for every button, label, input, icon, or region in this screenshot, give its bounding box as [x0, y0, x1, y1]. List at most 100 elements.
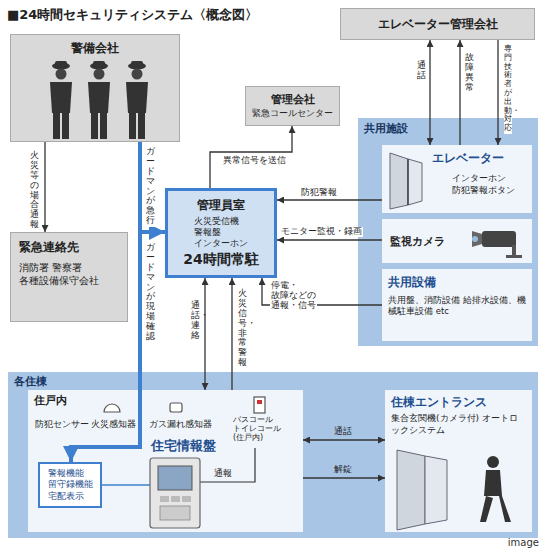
- connector: [303, 477, 385, 478]
- drawing-part: [160, 496, 169, 502]
- node-heading: 共用設備: [388, 274, 526, 291]
- node-text: 24時間常駐: [183, 251, 258, 269]
- drawing-part: [100, 113, 107, 139]
- connector: [44, 142, 45, 232]
- part-label: バスコール トイレコール (住戸内): [232, 415, 282, 443]
- node-text: 緊急コールセンター: [252, 107, 333, 120]
- drawing-part: [472, 236, 478, 242]
- connector: [303, 439, 385, 440]
- drawing-part: [480, 496, 493, 522]
- edge-label: ガードマンが現場確認: [146, 242, 155, 343]
- connector: [459, 40, 460, 145]
- drawing-part: [126, 82, 148, 113]
- watermark: image: [507, 537, 540, 549]
- drawing-part: [254, 397, 265, 413]
- edge-label: 解錠: [333, 464, 353, 474]
- drawing-part: [88, 82, 110, 113]
- edge-label: 防犯警報: [300, 187, 338, 197]
- edge-label: 停電・故障などの 通報・信号: [270, 281, 317, 310]
- edge-label: 通話: [417, 60, 426, 82]
- edge-label: 火災等の場合通報: [30, 150, 39, 231]
- drawing-part: [91, 113, 98, 139]
- drawing-part: [131, 61, 143, 67]
- drawing-part: [397, 450, 425, 530]
- function-box: 警報機能 留守録機能 宅配表示: [38, 462, 102, 508]
- part-label: 通報: [213, 468, 233, 478]
- region-band: 共用施設エレベーターインターホン 防犯警報ボタン監視カメラ共用設備共用盤、消防設…: [358, 118, 538, 346]
- drawing-part: [170, 403, 182, 412]
- edge-label: 火災信号・非常警報: [238, 288, 247, 369]
- drawing-part: [129, 113, 136, 139]
- drawing-part: [487, 456, 499, 468]
- edge-label: 故障異常: [465, 52, 474, 94]
- edge-label: 専門技術者が出動・対応: [504, 44, 512, 134]
- connector: [277, 199, 382, 200]
- part-label: 火災感知器: [90, 420, 137, 430]
- connector: [140, 142, 165, 232]
- company-box: エレベーター管理会社: [340, 8, 535, 40]
- control-room-box: 管理員室火災受信機 警報盤 インターホン 24時間常駐: [165, 188, 277, 278]
- drawing-part: [138, 113, 145, 139]
- node-heading: 緊急連絡先: [19, 239, 119, 256]
- part-label: ガス漏れ感知器: [148, 420, 213, 430]
- title-text: ■24時間セキュリティシステム〈概念図〉: [6, 8, 259, 23]
- connector: [231, 278, 232, 390]
- connector: [277, 239, 382, 240]
- drawing-part: [150, 458, 200, 528]
- node-text: インターホン 防犯警報ボタン: [452, 173, 515, 196]
- drawing-part: [158, 466, 192, 490]
- node-heading: 管理会社: [271, 92, 315, 107]
- drawing-part: [390, 153, 408, 209]
- node-heading: 監視カメラ: [390, 234, 524, 249]
- node-text: 消防署 警察署 各種設備保守会社: [19, 261, 99, 288]
- drawing-part: [182, 496, 191, 502]
- equipment-box: 監視カメラ: [382, 219, 532, 263]
- connector: [71, 142, 140, 462]
- drawing-part: [132, 69, 143, 80]
- edge-label: 通話・連絡: [191, 300, 200, 342]
- node-heading: エレベーター: [432, 150, 528, 167]
- drawing-part: [257, 400, 262, 404]
- edge-label: 通話: [333, 426, 353, 436]
- edge-label: 異常信号を送信: [222, 155, 287, 165]
- drawing-part: [408, 159, 422, 205]
- node-heading: 管理員室: [197, 197, 245, 214]
- edge-label: ガードマンが急行: [146, 146, 155, 227]
- company-box: 管理会社緊急コールセンター: [245, 86, 340, 126]
- node-text: 集合玄関機(カメラ付) オートロックシステム: [391, 413, 526, 436]
- drawing-part: [171, 496, 180, 502]
- entrance-box: 住棟エントランス集合玄関機(カメラ付) オートロックシステム: [385, 390, 532, 532]
- node-heading: 住戸内: [34, 393, 297, 408]
- drawing-part: [425, 456, 447, 524]
- drawing-part: [56, 69, 67, 80]
- region-band: 各住棟住戸内警報機能 留守録機能 宅配表示住棟エントランス集合玄関機(カメラ付)…: [8, 372, 538, 538]
- connector: [429, 40, 430, 145]
- equipment-box: エレベーターインターホン 防犯警報ボタン: [382, 145, 532, 213]
- node-text: 火災受信機 警報盤 インターホン: [194, 216, 248, 248]
- drawing-part: [55, 61, 67, 67]
- drawing-part: [93, 61, 105, 67]
- part-label: 住宅情報盤: [150, 439, 217, 453]
- node-heading: 警備会社: [71, 40, 119, 57]
- drawing-part: [499, 496, 511, 522]
- drawing-part: [104, 404, 120, 412]
- drawing-part: [472, 231, 482, 247]
- company-box: 警備会社: [10, 34, 180, 142]
- part-label: 防犯センサー: [34, 420, 90, 430]
- edge-label: モニター監視・録画: [280, 227, 363, 237]
- drawing-part: [160, 506, 190, 520]
- drawing-part: [102, 484, 150, 486]
- drawing-part: [484, 470, 502, 496]
- node-text: 共用盤、消防設備 給排水設備、機械駐車設備 etc: [388, 295, 526, 318]
- connector: [210, 126, 292, 188]
- drawing-part: [482, 231, 516, 247]
- drawing-part: [407, 159, 409, 205]
- drawing-part: [200, 448, 255, 482]
- illustration: [385, 390, 532, 532]
- drawing-part: [506, 255, 522, 258]
- equipment-box: 共用設備共用盤、消防設備 給排水設備、機械駐車設備 etc: [382, 269, 532, 341]
- node-heading: エレベーター管理会社: [378, 16, 498, 33]
- connector: [204, 278, 205, 390]
- connector: [497, 40, 498, 145]
